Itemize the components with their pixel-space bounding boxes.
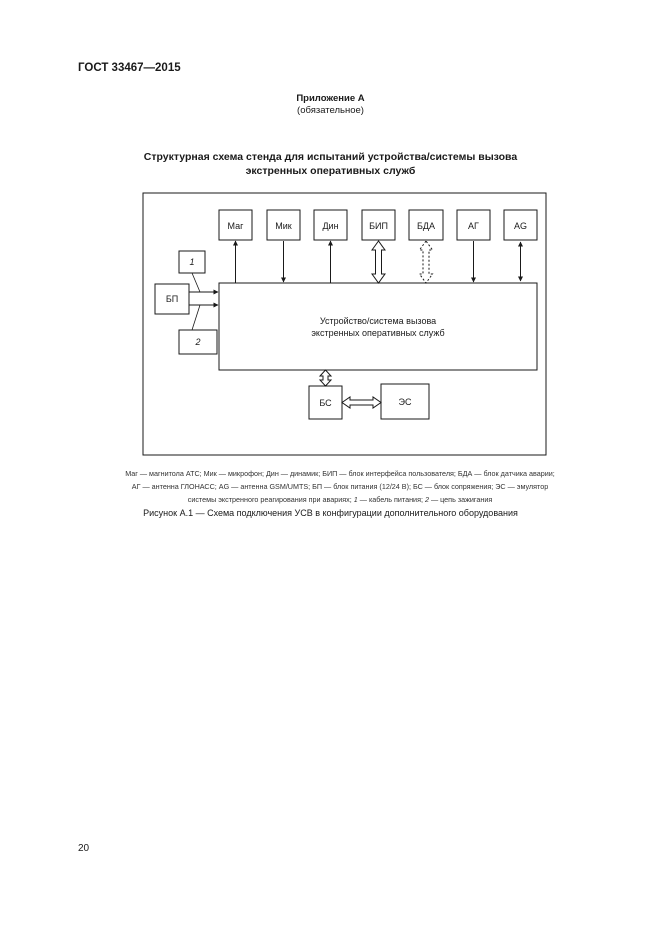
block-device-label-line1: Устройство/система вызова bbox=[320, 316, 436, 326]
block-ag-glonass: АГ bbox=[456, 209, 491, 241]
block-es: ЭС bbox=[380, 383, 430, 420]
block-mik-label: Мик bbox=[275, 221, 292, 231]
figure-caption: Рисунок А.1 — Схема подключения УСВ в ко… bbox=[143, 508, 518, 518]
legend-num1: 1 bbox=[353, 495, 358, 504]
callout-2-label: 2 bbox=[194, 337, 200, 347]
appendix-status: (обязательное) bbox=[297, 105, 364, 116]
legend-line3-mid: — кабель питания; bbox=[357, 495, 425, 504]
block-bda-label: БДА bbox=[417, 221, 435, 231]
standard-number: ГОСТ 33467—2015 bbox=[78, 62, 181, 74]
figure-title-line2: экстренных оперативных служб bbox=[245, 165, 416, 177]
legend-line2: АГ — антенна ГЛОНАСС; AG — антенна GSM/U… bbox=[131, 482, 549, 491]
callout-1: 1 bbox=[178, 250, 206, 293]
block-din: Дин bbox=[313, 209, 348, 241]
arrow-bs-es-bidirectional bbox=[341, 396, 382, 409]
block-mag: Маг bbox=[218, 209, 253, 241]
arrow-bda-bidirectional-dashed bbox=[418, 240, 434, 284]
callout-2: 2 bbox=[178, 304, 218, 355]
block-bs: БС bbox=[308, 385, 343, 420]
block-ag-gsm: AG bbox=[503, 209, 538, 241]
page-number: 20 bbox=[78, 843, 90, 854]
block-device: Устройство/система вызова экстренных опе… bbox=[218, 282, 538, 371]
block-bs-label: БС bbox=[319, 398, 332, 408]
arrow-device-bs-bidirectional bbox=[318, 369, 333, 387]
block-ag-glonass-label: АГ bbox=[468, 221, 479, 231]
callout-1-label: 1 bbox=[189, 257, 194, 267]
block-mik: Мик bbox=[266, 209, 301, 241]
legend-line3-post: — цепь зажигания bbox=[428, 495, 493, 504]
block-bp: БП bbox=[154, 283, 190, 315]
arrow-bip-bidirectional bbox=[371, 240, 386, 284]
block-ag-gsm-label: AG bbox=[514, 221, 527, 231]
block-bda: БДА bbox=[408, 209, 444, 241]
legend-line3-pre: системы экстренного реагирования при ава… bbox=[187, 495, 354, 504]
figure-title-line1: Структурная схема стенда для испытаний у… bbox=[143, 151, 518, 163]
block-bip: БИП bbox=[361, 209, 396, 241]
block-es-label: ЭС bbox=[399, 397, 412, 407]
block-bp-label: БП bbox=[166, 294, 178, 304]
block-mag-label: Маг bbox=[228, 221, 245, 231]
appendix-title: Приложение А bbox=[296, 93, 365, 104]
block-bip-label: БИП bbox=[369, 221, 388, 231]
legend-line3: системы экстренного реагирования при ава… bbox=[70, 493, 610, 506]
block-din-label: Дин bbox=[322, 221, 338, 231]
block-device-label-line2: экстренных оперативных служб bbox=[311, 328, 444, 338]
legend-line1: Маг — магнитола АТС; Мик — микрофон; Дин… bbox=[125, 469, 555, 478]
legend-num2: 2 bbox=[424, 495, 429, 504]
